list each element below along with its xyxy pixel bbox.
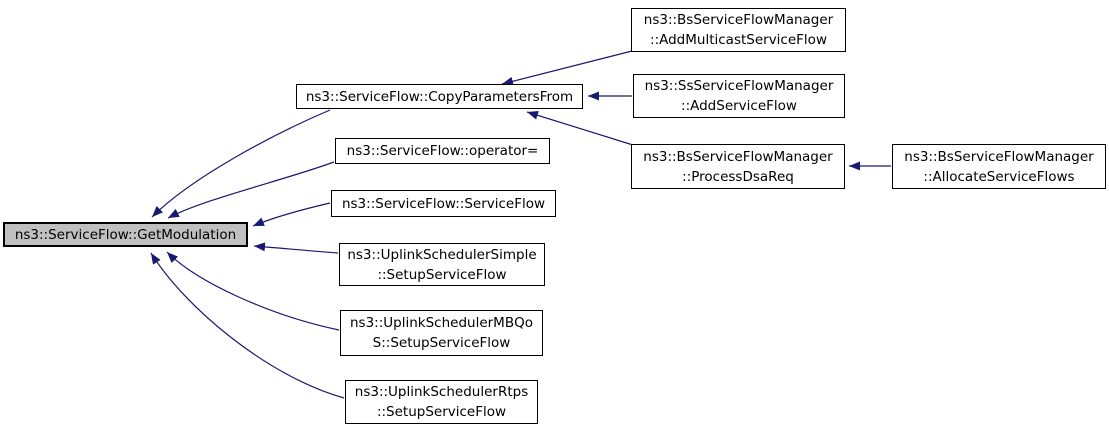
node-label-line1: ns3::UplinkSchedulerMBQo <box>350 315 533 331</box>
node-serviceflow-constructor[interactable]: ns3::ServiceFlow::ServiceFlow <box>331 190 556 217</box>
node-uplinkschedulersimple-setupserviceflow[interactable]: ns3::UplinkSchedulerSimple ::SetupServic… <box>339 243 545 286</box>
node-serviceflow-copyparametersfrom[interactable]: ns3::ServiceFlow::CopyParametersFrom <box>296 84 583 109</box>
node-label: ns3::ServiceFlow::operator= <box>346 143 539 159</box>
node-label: ns3::ServiceFlow::ServiceFlow <box>341 195 546 212</box>
node-label-line2: S::SetupServiceFlow <box>372 335 511 351</box>
node-uplinkschedulermbqos-setupserviceflow[interactable]: ns3::UplinkSchedulerMBQo S::SetupService… <box>340 310 543 356</box>
node-label-line2: ::AllocateServiceFlows <box>923 168 1075 185</box>
edge-addmulticastserviceflow-to-copyparametersfrom <box>501 50 633 86</box>
node-label-line2: ::AddServiceFlow <box>681 98 797 114</box>
node-label-line1: ns3::UplinkSchedulerRtps <box>354 384 529 400</box>
node-label-line1: ns3::SsServiceFlowManager <box>644 78 834 94</box>
node-label-line1: ns3::BsServiceFlowManager <box>643 148 833 165</box>
edge-serviceflowctor-to-getmodulation <box>252 202 331 227</box>
node-uplinkschedulerrtps-setupserviceflow[interactable]: ns3::UplinkSchedulerRtps ::SetupServiceF… <box>345 380 538 424</box>
edge-operatorassign-to-getmodulation <box>167 161 335 219</box>
node-label-line1: ns3::BsServiceFlowManager <box>904 148 1094 165</box>
node-label-line2: ::AddMulticastServiceFlow <box>650 32 827 48</box>
node-serviceflow-operator-assign[interactable]: ns3::ServiceFlow::operator= <box>335 138 550 164</box>
node-ssserviceflowmanager-addserviceflow[interactable]: ns3::SsServiceFlowManager ::AddServiceFl… <box>633 74 845 118</box>
node-label: ns3::ServiceFlow::CopyParametersFrom <box>305 88 574 105</box>
edge-processdsareq-to-copyparametersfrom <box>526 110 634 146</box>
node-label-line1: ns3::BsServiceFlowManager <box>643 12 834 28</box>
edge-uplinkschedulermbqos-to-getmodulation <box>166 251 340 331</box>
node-label-line2: ::ProcessDsaReq <box>682 168 794 185</box>
node-bsserviceflowmanager-allocateserviceflows[interactable]: ns3::BsServiceFlowManager ::AllocateServ… <box>892 144 1106 189</box>
edge-uplinkschedulersimple-to-getmodulation <box>253 242 339 254</box>
node-label: ns3::ServiceFlow::GetModulation <box>14 226 237 243</box>
node-label-line2: ::SetupServiceFlow <box>376 404 507 420</box>
node-bsserviceflowmanager-addmulticastserviceflow[interactable]: ns3::BsServiceFlowManager ::AddMulticast… <box>631 8 846 52</box>
node-serviceflow-getmodulation: ns3::ServiceFlow::GetModulation <box>3 222 248 247</box>
node-label-line2: ::SetupServiceFlow <box>377 266 507 283</box>
node-bsserviceflowmanager-processdsareq[interactable]: ns3::BsServiceFlowManager ::ProcessDsaRe… <box>631 144 845 189</box>
edge-copyparametersfrom-to-getmodulation <box>151 109 331 218</box>
node-label-line1: ns3::UplinkSchedulerSimple <box>347 246 537 263</box>
edge-uplinkschedulerrtps-to-getmodulation <box>150 252 345 399</box>
